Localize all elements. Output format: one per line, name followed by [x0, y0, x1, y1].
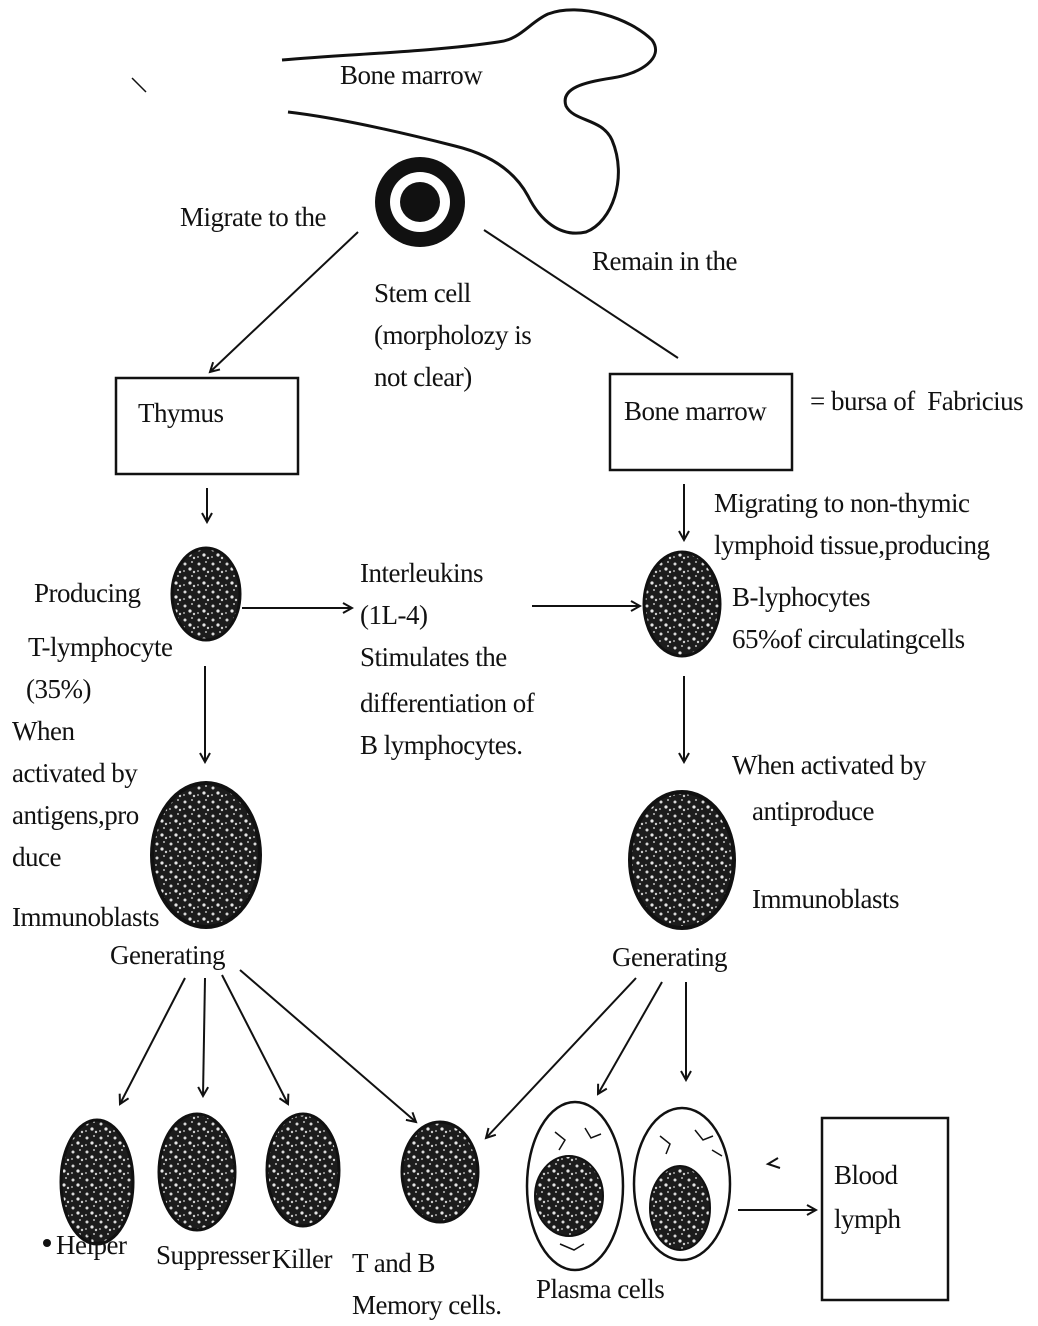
stem-cell-label: Stem cell — [374, 278, 471, 308]
t-activated-label: When — [12, 716, 75, 746]
helper-cell — [59, 1118, 135, 1246]
interleukins-label: Interleukins — [360, 558, 483, 588]
bone-marrow-label: Bone marrow — [340, 60, 483, 90]
t-lymphocyte-label: T-lymphocyte — [28, 632, 173, 662]
generating-right-label: Generating — [612, 942, 727, 972]
lymph-label: lymph — [834, 1204, 901, 1234]
thymus-box — [114, 376, 300, 476]
t-immunoblast-cell — [150, 781, 262, 929]
t-lymphocyte-cell — [170, 546, 242, 642]
stray-mark — [131, 77, 147, 93]
stem-cell-label: not clear) — [374, 362, 472, 392]
migrating-label: lymphoid tissue,producing — [714, 530, 990, 560]
plasma-cells-label: Plasma cells — [536, 1274, 665, 1304]
bone-marrow-box — [608, 372, 794, 472]
helper-label: Helper — [56, 1230, 127, 1260]
interleukins-label: Stimulates the — [360, 642, 507, 672]
immunoblasts-right-label: Immunoblasts — [752, 884, 900, 914]
antiproduce-label: antiproduce — [752, 796, 874, 826]
t-activated-label: activated by — [12, 758, 138, 788]
memory-label: Memory cells. — [352, 1290, 502, 1320]
memory-label: T and B — [352, 1248, 436, 1278]
migrating-label: Migrating to non-thymic — [714, 488, 970, 518]
t-activated-label: antigens,pro — [12, 800, 139, 830]
arrows — [120, 229, 816, 1210]
suppresser-label: Suppresser — [156, 1240, 270, 1270]
bullet-dot — [43, 1239, 51, 1247]
t-percent-label: (35%) — [26, 674, 91, 704]
producing-label: Producing — [34, 578, 141, 608]
suppresser-cell — [157, 1112, 237, 1232]
stem-cell-label: (morpholozy is — [374, 320, 532, 350]
interleukins-label: B lymphocytes. — [360, 730, 523, 760]
memory-cell — [400, 1120, 480, 1224]
bone-marrow-box-label: Bone marrow — [624, 396, 767, 426]
remain-label: Remain in the — [592, 246, 737, 276]
migrate-label: Migrate to the — [180, 202, 326, 232]
thymus-label: Thymus — [138, 398, 224, 428]
b-lymphocytes-label: B-lyphocytes — [732, 582, 870, 612]
bursa-label: = bursa of Fabricius — [810, 386, 1024, 416]
blood-lymph-box — [820, 1116, 950, 1302]
blood-label: Blood — [834, 1160, 898, 1190]
b-lymphocyte-cell — [642, 550, 722, 658]
stray-mark — [765, 1157, 781, 1169]
killer-label: Killer — [272, 1244, 332, 1274]
plasma-cell-2 — [632, 1106, 732, 1262]
b-percent-label: 65%of circulatingcells — [732, 624, 965, 654]
killer-cell — [265, 1112, 341, 1228]
interleukins-label: differentiation of — [360, 688, 535, 718]
plasma-cell-1 — [525, 1100, 625, 1272]
stem-cell — [375, 157, 465, 247]
bone-outline — [281, 8, 657, 235]
interleukins-label: (1L-4) — [360, 600, 428, 630]
generating-left-label: Generating — [110, 940, 225, 970]
b-immunoblast-cell — [628, 790, 736, 930]
immunoblasts-left-label: Immunoblasts — [12, 902, 160, 932]
b-activated-label: When activated by — [732, 750, 926, 780]
t-activated-label: duce — [12, 842, 61, 872]
